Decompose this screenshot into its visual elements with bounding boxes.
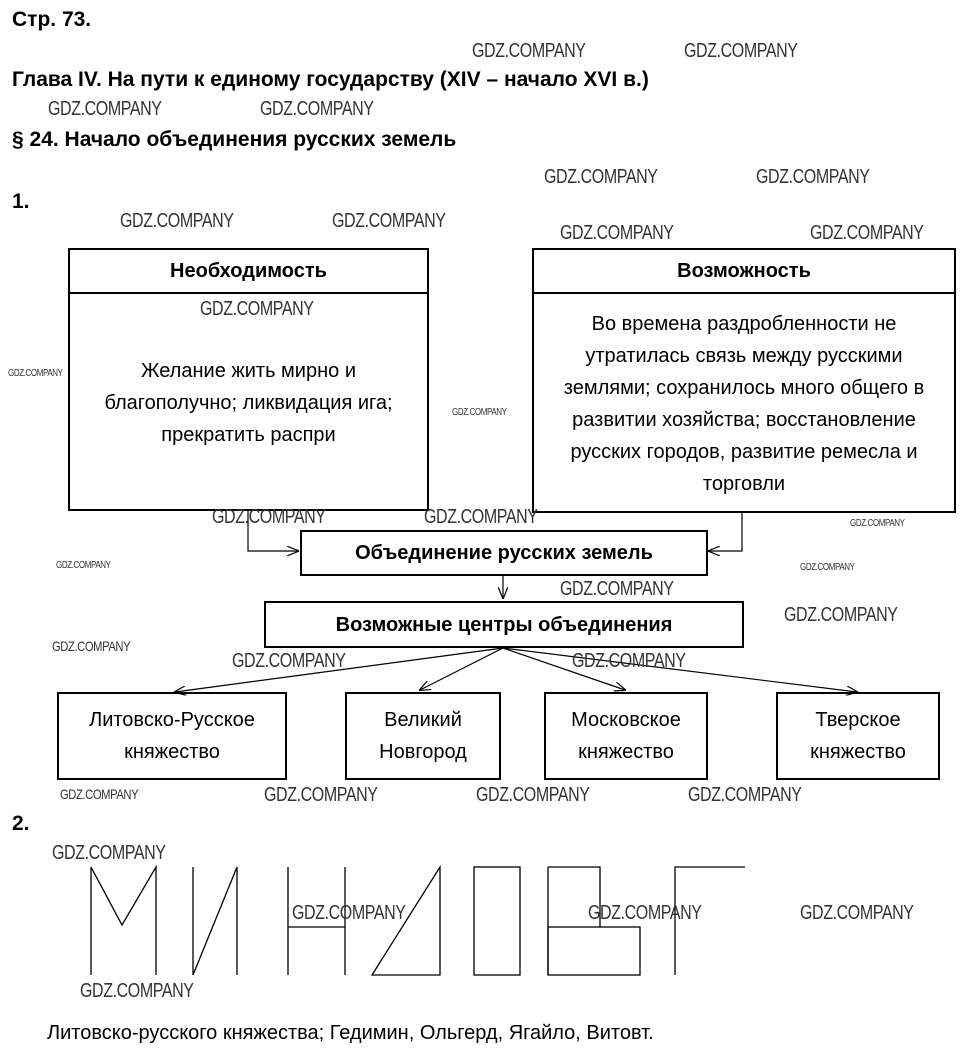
watermark: GDZ.COMPANY xyxy=(572,650,686,672)
watermark: GDZ.COMPANY xyxy=(264,784,378,806)
watermark: GDZ.COMPANY xyxy=(688,784,802,806)
watermark: GDZ.COMPANY xyxy=(8,368,63,379)
centers-title-box: Возможные центры объединения xyxy=(264,601,744,648)
arrow-possibility xyxy=(709,513,743,551)
watermark: GDZ.COMPANY xyxy=(544,166,658,188)
watermark: GDZ.COMPANY xyxy=(472,40,586,62)
necessity-title: Необходимость xyxy=(70,250,427,294)
watermark: GDZ.COMPANY xyxy=(60,786,139,802)
watermark: GDZ.COMPANY xyxy=(48,98,162,120)
watermark: GDZ.COMPANY xyxy=(56,560,111,571)
watermark: GDZ.COMPANY xyxy=(756,166,870,188)
center-moscow: Московское княжество xyxy=(544,692,708,780)
watermark: GDZ.COMPANY xyxy=(200,298,314,320)
watermark: GDZ.COMPANY xyxy=(800,902,914,924)
watermark: GDZ.COMPANY xyxy=(452,407,507,418)
watermark: GDZ.COMPANY xyxy=(476,784,590,806)
watermark: GDZ.COMPANY xyxy=(52,842,166,864)
arrow-lithuania xyxy=(175,647,504,692)
watermark: GDZ.COMPANY xyxy=(80,980,194,1002)
watermark: GDZ.COMPANY xyxy=(810,222,924,244)
letter-puzzle-drawing xyxy=(90,864,745,976)
page-label: Стр. 73. xyxy=(12,8,92,31)
watermark: GDZ.COMPANY xyxy=(560,222,674,244)
task-2-answer: Литовско-русского княжества; Гедимин, Ол… xyxy=(47,1022,654,1044)
watermark: GDZ.COMPANY xyxy=(588,902,702,924)
task-2-number: 2. xyxy=(12,812,30,835)
watermark: GDZ.COMPANY xyxy=(292,902,406,924)
watermark: GDZ.COMPANY xyxy=(52,638,131,654)
watermark: GDZ.COMPANY xyxy=(560,578,674,600)
center-novgorod: Великий Новгород xyxy=(345,692,501,780)
center-lithuania: Литовско-Русское княжество xyxy=(57,692,287,780)
watermark: GDZ.COMPANY xyxy=(332,210,446,232)
section-title: § 24. Начало объединения русских земель xyxy=(12,128,457,151)
necessity-box: Необходимость Желание жить мирно и благо… xyxy=(68,248,429,511)
arrow-moscow xyxy=(502,647,625,690)
arrow-necessity xyxy=(247,511,298,551)
chapter-title: Глава IV. На пути к единому государству … xyxy=(12,68,649,91)
unification-box: Объединение русских земель xyxy=(300,530,708,576)
watermark: GDZ.COMPANY xyxy=(232,650,346,672)
watermark: GDZ.COMPANY xyxy=(800,562,855,573)
arrow-novgorod xyxy=(420,647,504,690)
possibility-box: Возможность Во времена раздробленности н… xyxy=(532,248,956,513)
possibility-text: Во времена раздробленности не утратилась… xyxy=(563,312,925,495)
watermark: GDZ.COMPANY xyxy=(784,604,898,626)
necessity-text: Желание жить мирно и благополучно; ликви… xyxy=(104,359,393,446)
watermark: GDZ.COMPANY xyxy=(120,210,234,232)
center-tver: Тверское княжество xyxy=(776,692,940,780)
watermark: GDZ.COMPANY xyxy=(424,506,538,528)
watermark: GDZ.COMPANY xyxy=(212,506,326,528)
watermark: GDZ.COMPANY xyxy=(684,40,798,62)
watermark: GDZ.COMPANY xyxy=(260,98,374,120)
watermark: GDZ.COMPANY xyxy=(850,518,905,529)
arrow-tver xyxy=(502,647,857,692)
task-1-number: 1. xyxy=(12,190,30,213)
possibility-title: Возможность xyxy=(534,250,954,294)
